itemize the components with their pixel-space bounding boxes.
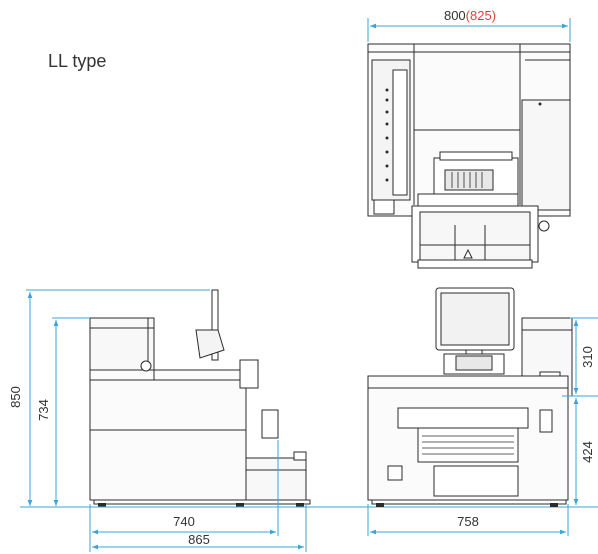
dim-side-height-inner: 734	[36, 317, 90, 506]
dim-side-height-total: 850	[8, 289, 210, 506]
dim-label-top-width: 800	[444, 8, 466, 23]
svg-text:800(825): 800(825)	[444, 8, 496, 23]
dim-label-side-depth-inner: 740	[173, 514, 195, 529]
dim-top-width: 800(825)	[367, 8, 571, 42]
dim-front-upper-height: 310	[562, 317, 598, 397]
dim-label-side-height-total: 850	[8, 386, 23, 408]
dim-side-depth-total: 865	[92, 504, 307, 552]
dim-side-depth-inner: 740	[89, 440, 279, 552]
dim-front-lower-height: 424	[573, 398, 595, 505]
dim-label-side-height-inner: 734	[36, 399, 51, 421]
front-view	[367, 287, 573, 507]
diagram-title: LL type	[48, 51, 107, 71]
top-view	[367, 43, 571, 269]
dim-front-width: 758	[367, 504, 569, 536]
dim-label-front-upper-height: 310	[580, 346, 595, 368]
dim-label-side-depth-total: 865	[188, 532, 210, 547]
dim-label-top-width-alt: (825)	[466, 8, 496, 23]
dim-label-front-lower-height: 424	[580, 441, 595, 463]
side-view	[89, 289, 311, 507]
dim-label-front-width: 758	[457, 514, 479, 529]
